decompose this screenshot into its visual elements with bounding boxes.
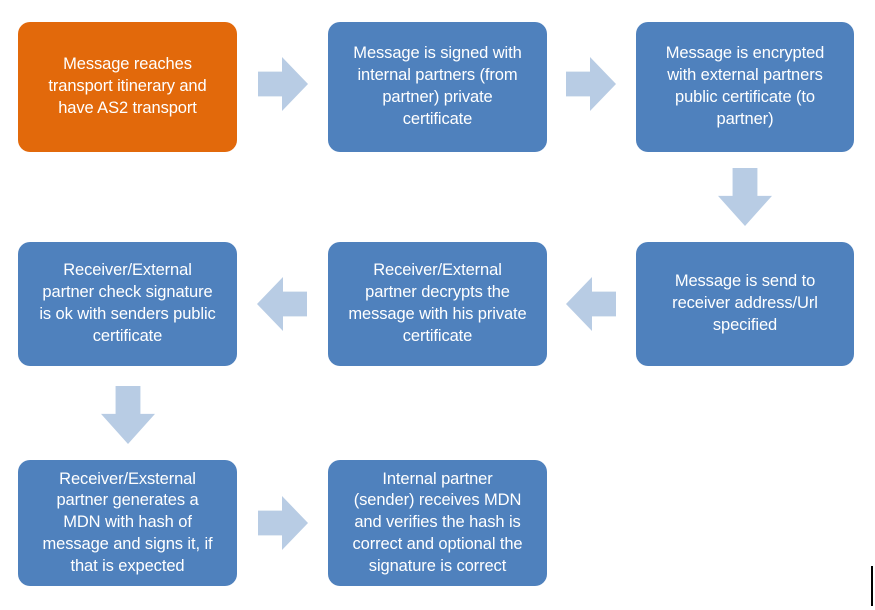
- flow-node-label: Internal partner (sender) receives MDN a…: [352, 469, 523, 575]
- flow-node-label: Message is signed with internal partners…: [353, 44, 522, 128]
- flow-node-label: Message reaches transport itinerary and …: [48, 55, 207, 117]
- flow-node-message-send-to-receiver-url[interactable]: Message is send to receiver address/Url …: [636, 242, 854, 366]
- arrow-n5-to-n6-left-arrow-icon: [257, 277, 307, 331]
- flow-node-label: Message is send to receiver address/Url …: [672, 272, 818, 334]
- flow-node-receiver-decrypts-message-private-cert[interactable]: Receiver/External partner decrypts the m…: [328, 242, 547, 366]
- right-edge-rule: [871, 566, 873, 606]
- flow-node-message-signed-internal-private-cert[interactable]: Message is signed with internal partners…: [328, 22, 547, 152]
- flow-node-receiver-checks-signature-public-cert[interactable]: Receiver/External partner check signatur…: [18, 242, 237, 366]
- flow-node-message-encrypted-external-public-cert[interactable]: Message is encrypted with external partn…: [636, 22, 854, 152]
- flow-node-label: Receiver/External partner check signatur…: [39, 261, 216, 345]
- flow-node-label: Message is encrypted with external partn…: [665, 44, 825, 128]
- arrow-n6-to-n7-down-arrow-icon: [101, 386, 155, 444]
- arrow-n7-to-n8-right-arrow-icon: [258, 496, 308, 550]
- arrow-n3-to-n4-down-arrow-icon: [718, 168, 772, 226]
- flow-node-receiver-generates-mdn[interactable]: Receiver/Exsternal partner generates a M…: [18, 460, 237, 586]
- arrow-n2-to-n3-right-arrow-icon: [566, 57, 616, 111]
- flow-node-message-reaches-transport[interactable]: Message reaches transport itinerary and …: [18, 22, 237, 152]
- arrow-n4-to-n5-left-arrow-icon: [566, 277, 616, 331]
- flow-node-label: Receiver/Exsternal partner generates a M…: [42, 469, 213, 575]
- flow-node-internal-partner-receives-mdn[interactable]: Internal partner (sender) receives MDN a…: [328, 460, 547, 586]
- arrow-n1-to-n2-right-arrow-icon: [258, 57, 308, 111]
- flow-node-label: Receiver/External partner decrypts the m…: [348, 261, 527, 345]
